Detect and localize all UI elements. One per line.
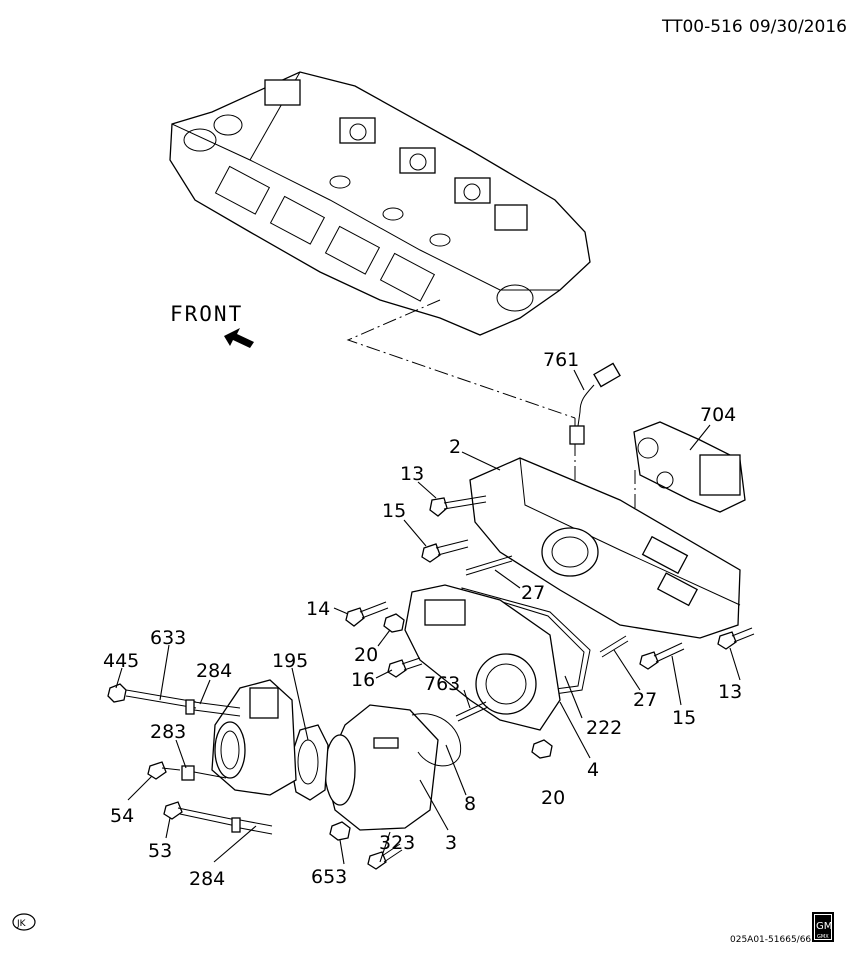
footer-symbol-text: JK [16, 919, 27, 929]
callout-704: 704 [700, 404, 736, 426]
callout-284: 284 [189, 868, 225, 890]
bolt-16 [387, 657, 423, 678]
callout-15: 15 [382, 500, 406, 522]
callout-14: 14 [306, 598, 330, 620]
callout-27: 27 [633, 689, 657, 711]
callout-222: 222 [586, 717, 622, 739]
callout-3: 3 [445, 832, 457, 854]
air-inlet-elbow [324, 704, 439, 831]
nut-445 [107, 683, 127, 703]
callout-2: 2 [449, 436, 461, 458]
drawing-code: TT00-516 [661, 17, 743, 37]
callout-13: 13 [718, 681, 742, 703]
alignment-line [346, 299, 576, 419]
bolt-284 [185, 699, 241, 717]
bolt-13 [429, 495, 487, 517]
cylinder-head [169, 71, 591, 336]
bolt-13 [717, 627, 755, 650]
callouts: 761 704 2 13 15 27 14 20 16 763 222 27 1… [103, 349, 742, 890]
callout-20: 20 [354, 644, 378, 666]
gm-logo-text: GM [816, 921, 832, 932]
callout-763: 763 [424, 673, 460, 695]
drawing-number: 025A01-51665/66 [730, 935, 811, 945]
drawing-date: 09/30/2016 [749, 17, 847, 37]
bolt-15 [421, 539, 469, 563]
stud-27 [465, 555, 513, 576]
callout-27: 27 [521, 582, 545, 604]
callout-4: 4 [587, 759, 599, 781]
leader-lines [115, 369, 741, 865]
nut-20 [383, 613, 405, 633]
bolt-54 [147, 761, 181, 780]
spacer-283 [181, 765, 195, 781]
bolt-53 [163, 801, 237, 827]
bolt-284 [231, 817, 273, 835]
callout-653: 653 [311, 866, 347, 888]
front-label: FRONT [170, 302, 243, 326]
callout-445: 445 [103, 650, 139, 672]
intake-adapter [404, 584, 561, 731]
callout-284: 284 [196, 660, 232, 682]
callout-16: 16 [351, 669, 375, 691]
stud-763 [455, 701, 489, 722]
front-direction-arrow-icon [224, 328, 254, 348]
bolt-14 [345, 601, 389, 627]
stud-27 [599, 635, 629, 658]
callout-283: 283 [150, 721, 186, 743]
callout-8: 8 [464, 793, 476, 815]
callout-633: 633 [150, 627, 186, 649]
callout-195: 195 [272, 650, 308, 672]
callout-20: 20 [541, 787, 565, 809]
throttle-gasket [289, 724, 329, 801]
callout-13: 13 [400, 463, 424, 485]
callout-323: 323 [379, 832, 415, 854]
callout-761: 761 [543, 349, 579, 371]
nut-653 [329, 821, 351, 841]
bolt-15 [639, 642, 685, 670]
o-ring [411, 713, 462, 767]
oxygen-sensor [569, 362, 621, 445]
egr-valve [633, 421, 746, 513]
callout-54: 54 [110, 805, 134, 827]
callout-53: 53 [148, 840, 172, 862]
gm-logo-subtext: GMX [817, 934, 829, 940]
throttle-body [211, 679, 297, 796]
gm-logo-icon: GM GMX [812, 912, 834, 942]
nut-20 [531, 739, 553, 759]
intake-manifold [469, 457, 741, 639]
footer-symbol: JK [12, 913, 36, 931]
callout-15: 15 [672, 707, 696, 729]
